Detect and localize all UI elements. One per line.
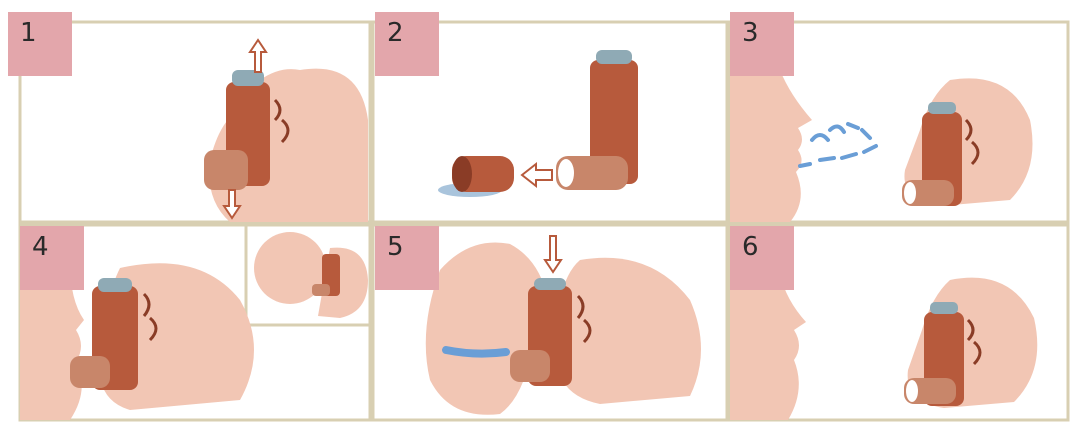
cap-end-2: [452, 156, 472, 192]
mouthpiece-5: [510, 350, 550, 382]
mist-exhale-3: [800, 124, 876, 166]
face-profile-6: [730, 272, 806, 420]
step-badge-6: 6: [730, 226, 794, 290]
step-badge-1: 1: [8, 12, 72, 76]
inhaler-top-4: [98, 278, 132, 292]
face-profile-3: [730, 70, 812, 222]
step-badge-4: 4: [20, 226, 84, 290]
mouthpiece-opening-6: [906, 380, 918, 402]
mouthpiece-opening-3: [904, 182, 916, 204]
inhaler-top-6: [930, 302, 958, 314]
step-number: 4: [32, 232, 49, 262]
step-badge-2: 2: [375, 12, 439, 76]
inset-mouthpiece-4: [312, 284, 330, 296]
step-number: 3: [742, 18, 759, 48]
mouthpiece-4: [70, 356, 110, 388]
inhaler-top-5: [534, 278, 566, 290]
mouthpiece-opening-2: [558, 159, 574, 187]
mouthpiece-1: [204, 150, 248, 190]
step-number: 6: [742, 232, 759, 262]
scene-remove-cap: [438, 50, 638, 197]
scene-press-and-inhale: [426, 236, 701, 415]
arrow-left-icon: [522, 164, 552, 186]
arrow-press-icon: [545, 236, 561, 272]
inhaler-top-2: [596, 50, 632, 64]
hand-5: [556, 258, 701, 404]
step-number: 2: [387, 18, 404, 48]
step-number: 5: [387, 232, 404, 262]
step-badge-3: 3: [730, 12, 794, 76]
step-number: 1: [20, 18, 37, 48]
scene-breathe-out: [730, 70, 1033, 222]
inhaler-top-3: [928, 102, 956, 114]
step-badge-5: 5: [375, 226, 439, 290]
mist-inhale-5: [446, 350, 506, 354]
arrow-up-icon: [250, 40, 266, 72]
scene-hold-breath: [730, 272, 1037, 420]
scene-shake-inhaler: [204, 40, 368, 222]
